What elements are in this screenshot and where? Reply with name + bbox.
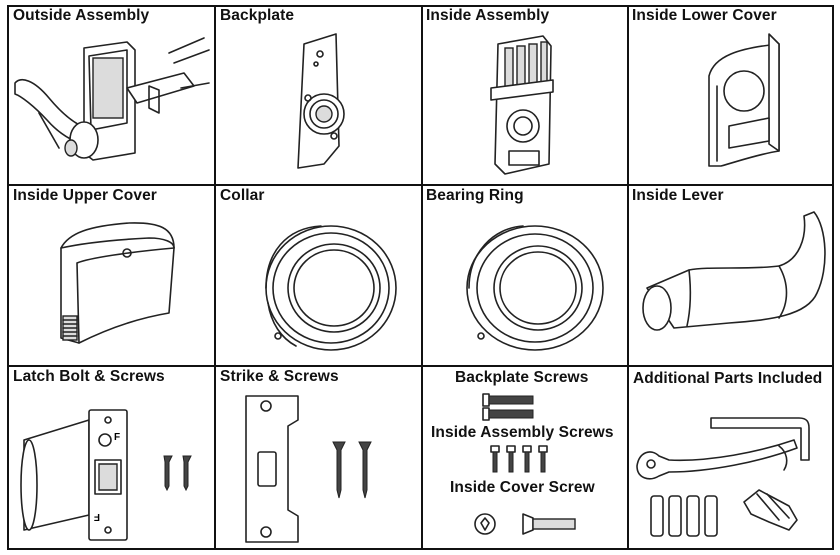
inside-lever-illustration: [642, 211, 826, 331]
label-backplate: Backplate: [220, 7, 295, 24]
label-inside-lever: Inside Lever: [632, 187, 724, 204]
label-inside-upper-cover: Inside Upper Cover: [13, 187, 157, 204]
grid-divider: [214, 5, 216, 550]
strike-illustration: [245, 395, 372, 543]
label-additional-parts: Additional Parts Included: [633, 370, 823, 387]
parts-grid: [7, 5, 834, 550]
label-inside-cover-screw: Inside Cover Screw: [450, 479, 595, 496]
inside-lower-cover-illustration: [708, 33, 780, 167]
additional-parts-illustration: [636, 417, 810, 537]
grid-divider: [7, 184, 834, 186]
label-inside-lower-cover: Inside Lower Cover: [632, 7, 777, 24]
label-inside-assembly: Inside Assembly: [426, 7, 550, 24]
grid-divider: [7, 365, 834, 367]
grid-divider: [627, 5, 629, 550]
screws-illustration: [474, 393, 576, 535]
backplate-illustration: [297, 33, 345, 169]
collar-illustration: [265, 225, 397, 351]
bearing-ring-illustration: [466, 225, 604, 351]
latch-mark-bottom: F: [94, 511, 100, 522]
label-bearing-ring: Bearing Ring: [426, 187, 524, 204]
grid-divider: [421, 5, 423, 550]
label-outside-assembly: Outside Assembly: [13, 7, 150, 24]
label-collar: Collar: [220, 187, 265, 204]
inside-upper-cover-illustration: [60, 222, 175, 344]
label-inside-assembly-screws: Inside Assembly Screws: [431, 424, 614, 441]
outside-assembly-illustration: [14, 37, 210, 161]
inside-assembly-illustration: [490, 35, 554, 175]
label-backplate-screws: Backplate Screws: [455, 369, 589, 386]
label-strike: Strike & Screws: [220, 368, 339, 385]
latch-bolt-illustration: F F: [20, 409, 192, 541]
label-latch-bolt: Latch Bolt & Screws: [13, 368, 165, 385]
latch-mark-top: F: [114, 432, 120, 443]
